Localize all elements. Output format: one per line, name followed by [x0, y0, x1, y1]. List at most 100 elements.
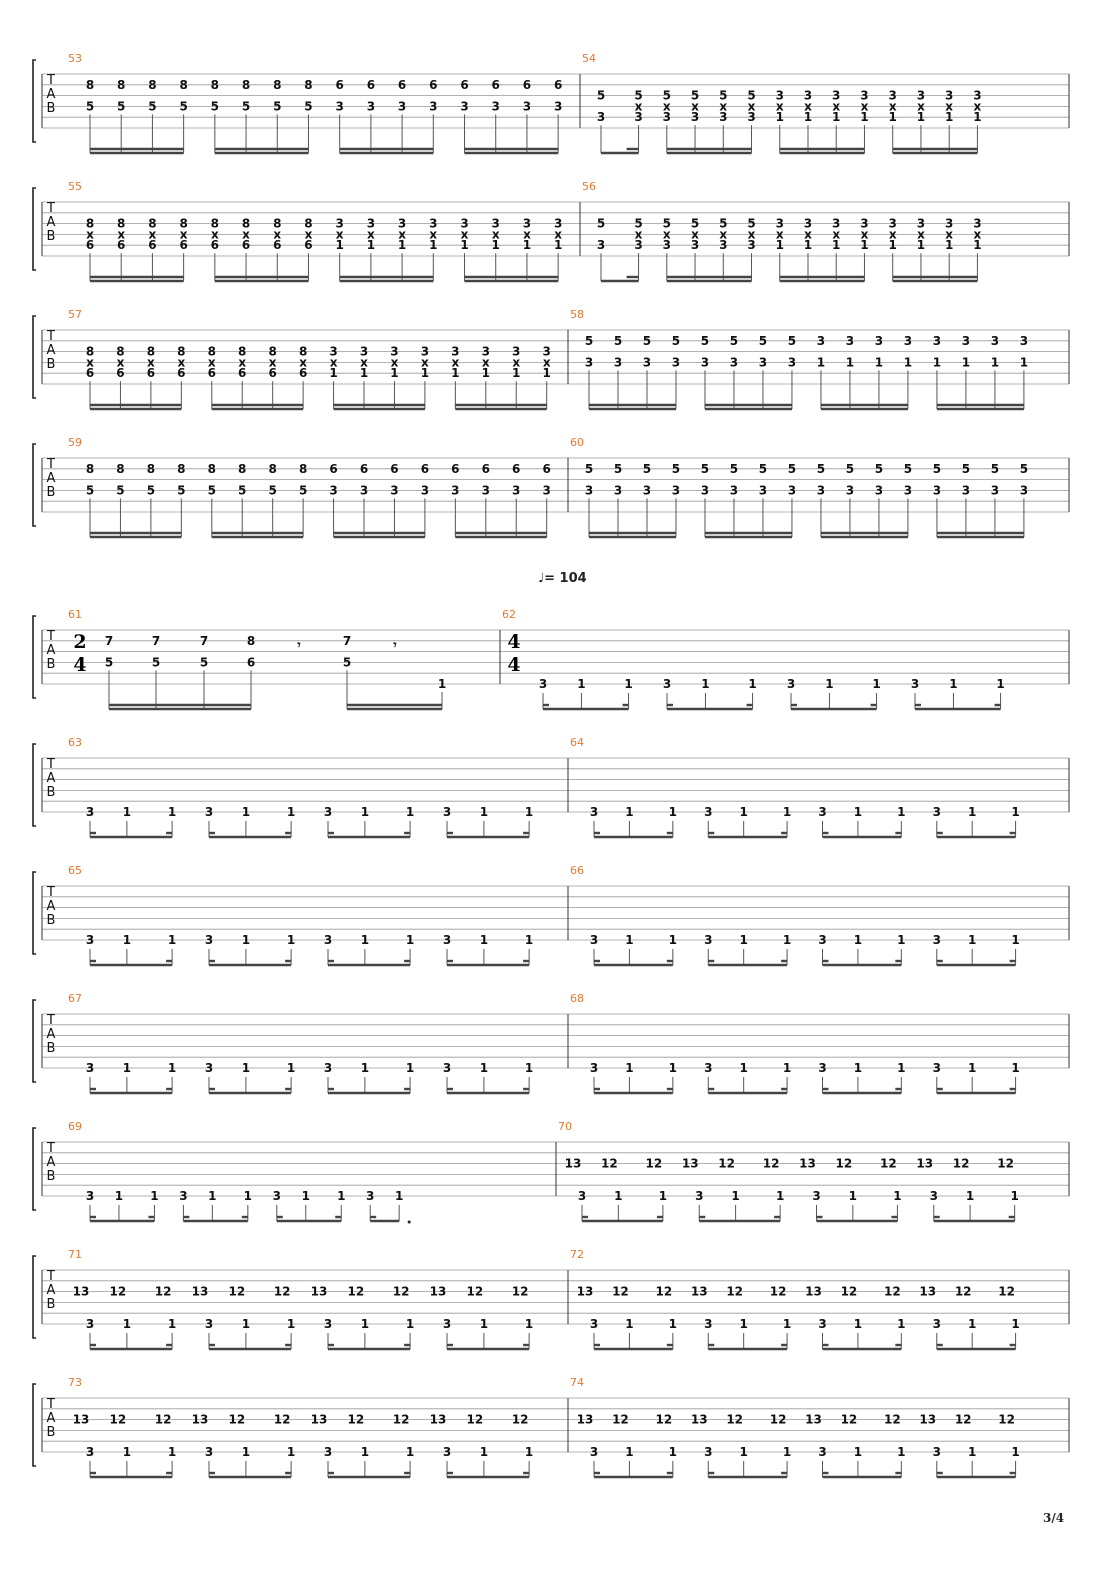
fret-number: 5	[643, 462, 651, 476]
fret-number: 1	[991, 355, 999, 369]
fret-number: 5	[200, 655, 208, 669]
fret-number: 5	[238, 483, 246, 497]
fret-number: 5	[701, 462, 709, 476]
fret-number: 12	[835, 1157, 852, 1171]
fret-number: 12	[997, 1157, 1014, 1171]
fret-number: 1	[748, 677, 756, 691]
fret-number: 3	[973, 217, 981, 231]
fret-number: 1	[395, 1189, 403, 1203]
fret-number: 3	[991, 334, 999, 348]
fret-number: 3	[492, 217, 500, 231]
fret-number: 3	[329, 483, 337, 497]
fret-number: 12	[880, 1157, 897, 1171]
fret-number: 12	[612, 1413, 629, 1427]
dead-note: x	[512, 355, 520, 369]
fret-number: 1	[739, 1445, 747, 1459]
fret-number: 8	[148, 78, 156, 92]
dead-note: x	[273, 227, 281, 241]
fret-number: 3	[860, 89, 868, 103]
fret-number: 8	[179, 217, 187, 231]
fret-number: 1	[1010, 1189, 1018, 1203]
fret-number: 1	[337, 1189, 345, 1203]
fret-number: 3	[329, 345, 337, 359]
fret-number: 5	[663, 217, 671, 231]
fret-number: 1	[525, 1445, 533, 1459]
dead-note: x	[269, 355, 277, 369]
dead-note: x	[974, 227, 982, 241]
fret-number: 3	[759, 483, 767, 497]
fret-number: 6	[147, 366, 155, 380]
fret-number: 5	[634, 217, 642, 231]
fret-number: 3	[933, 483, 941, 497]
fret-number: 1	[945, 238, 953, 252]
fret-number: 1	[390, 366, 398, 380]
fret-number: 1	[168, 1445, 176, 1459]
fret-number: 1	[480, 1317, 488, 1331]
fret-number: 1	[302, 1189, 310, 1203]
measure-number: 57	[68, 308, 82, 321]
measure-number: 64	[570, 736, 584, 749]
fret-number: 3	[443, 1317, 451, 1331]
page-number: 3/4	[1043, 1511, 1065, 1525]
fret-number: 3	[336, 99, 344, 113]
fret-number: 1	[329, 366, 337, 380]
fret-number: 1	[577, 677, 585, 691]
fret-number: 12	[110, 1285, 127, 1299]
fret-number: 12	[726, 1285, 743, 1299]
staff-bracket	[32, 315, 36, 399]
fret-number: 3	[590, 1061, 598, 1075]
fret-number: 3	[846, 483, 854, 497]
fret-number: 1	[625, 933, 633, 947]
fret-number: 13	[916, 1157, 933, 1171]
fret-number: 1	[625, 1061, 633, 1075]
tab-clef-letter: A	[47, 1027, 56, 1042]
fret-number: 5	[788, 334, 796, 348]
fret-number: 3	[875, 483, 883, 497]
fret-number: 7	[343, 634, 351, 648]
fret-number: 1	[849, 1189, 857, 1203]
fret-number: 3	[585, 483, 593, 497]
fret-number: 5	[788, 462, 796, 476]
fret-number: 13	[691, 1285, 708, 1299]
fret-number: 1	[804, 110, 812, 124]
fret-number: 3	[512, 345, 520, 359]
fret-number: 7	[105, 634, 113, 648]
fret-number: 13	[919, 1413, 936, 1427]
fret-number: 1	[968, 1317, 976, 1331]
fret-number: 1	[460, 238, 468, 252]
fret-number: 1	[451, 366, 459, 380]
fret-number: 1	[406, 805, 414, 819]
fret-number: 12	[770, 1285, 787, 1299]
fret-number: 8	[208, 462, 216, 476]
fret-number: 3	[421, 345, 429, 359]
fret-number: 5	[304, 99, 312, 113]
fret-number: 6	[460, 78, 468, 92]
dead-note: x	[974, 99, 982, 113]
fret-number: 12	[467, 1413, 484, 1427]
dot	[407, 1220, 411, 1224]
fret-number: 13	[430, 1413, 447, 1427]
fret-number: 5	[152, 655, 160, 669]
staff-bracket	[32, 615, 36, 699]
fret-number: 8	[147, 462, 155, 476]
fret-number: 1	[208, 1189, 216, 1203]
fret-number: 1	[242, 805, 250, 819]
tab-clef-letter: B	[47, 357, 56, 372]
fret-number: 6	[238, 366, 246, 380]
fret-number: 6	[492, 78, 500, 92]
fret-number: 1	[966, 1189, 974, 1203]
fret-number: 3	[911, 677, 919, 691]
fret-number: 1	[776, 238, 784, 252]
fret-number: 1	[480, 805, 488, 819]
fret-number: 6	[543, 462, 551, 476]
fret-number: 1	[669, 1061, 677, 1075]
fret-number: 5	[179, 99, 187, 113]
fret-number: 5	[962, 462, 970, 476]
fret-number: 1	[897, 805, 905, 819]
fret-number: 3	[817, 334, 825, 348]
fret-number: 1	[669, 933, 677, 947]
fret-number: 3	[324, 1445, 332, 1459]
fret-number: 3	[86, 933, 94, 947]
fret-number: 1	[287, 1061, 295, 1075]
